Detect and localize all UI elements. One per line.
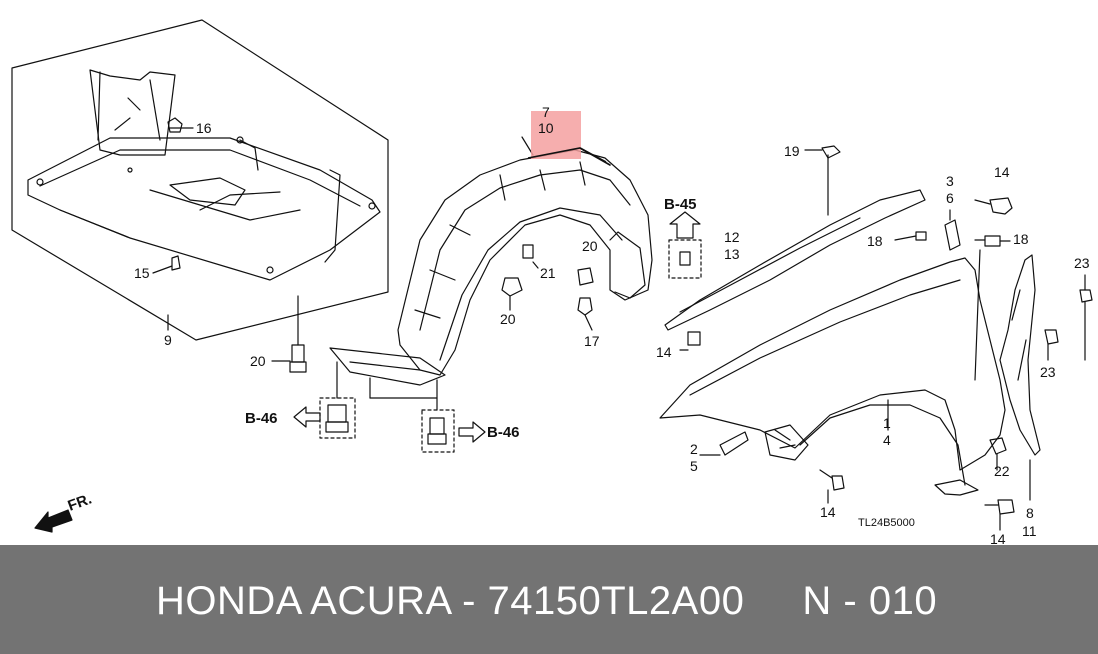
callout-20-c: 20 [500,311,516,327]
fender-group [659,257,1006,504]
callout-22: 22 [994,463,1010,479]
under-cover-group [11,19,389,373]
front-marker-label: FR. [66,491,95,515]
ref-b46-left: B-46 [245,410,278,427]
callout-14-c: 14 [820,504,836,520]
callout-20-a: 20 [250,353,266,369]
callout-23-a: 23 [1074,255,1090,271]
callout-14-d: 14 [990,531,1006,545]
callout-9: 9 [164,332,172,348]
inner-fender-group [325,136,653,445]
arrow-b46-right [458,421,486,443]
footer-bar: HONDA ACURA - 74150TL2A00 N - 010 [0,545,1098,654]
callout-16: 16 [196,120,212,136]
callout-7: 7 [542,104,550,120]
bracket-group [679,197,1093,531]
callout-15: 15 [134,265,150,281]
callout-8: 8 [1026,505,1034,521]
parts-diagram: 7 10 16 15 9 20 20 20 21 17 19 12 13 14 … [11,19,1093,545]
callout-4: 4 [883,432,891,448]
fender-trim-group [664,145,926,331]
callout-18-a: 18 [867,233,883,249]
callout-20-b: 20 [582,238,598,254]
callout-10: 10 [538,120,554,136]
callout-11: 11 [1022,523,1037,539]
callout-12: 12 [724,229,740,245]
ref-b45: B-45 [664,196,697,213]
callout-18-b: 18 [1013,231,1029,247]
callout-14-a: 14 [656,344,672,360]
callout-2: 2 [690,441,698,457]
dashed-boxes [319,239,702,453]
callout-5: 5 [690,458,698,474]
callout-3: 3 [946,173,954,189]
arrow-b45 [669,211,701,239]
callout-21: 21 [540,265,556,281]
ref-b46-right: B-46 [487,424,520,441]
callout-19: 19 [784,143,800,159]
callout-14-b: 14 [994,164,1010,180]
callout-17: 17 [584,333,600,349]
arrow-b46-left [293,406,321,428]
highlight-box [531,111,581,159]
callout-1: 1 [883,415,891,431]
front-arrow [34,509,73,533]
part-number-caption: HONDA ACURA - 74150TL2A00 N - 010 [156,579,938,623]
callout-13: 13 [724,246,740,262]
callout-6: 6 [946,190,954,206]
diagram-code: TL24B5000 [858,517,915,529]
callout-23-b: 23 [1040,364,1056,380]
